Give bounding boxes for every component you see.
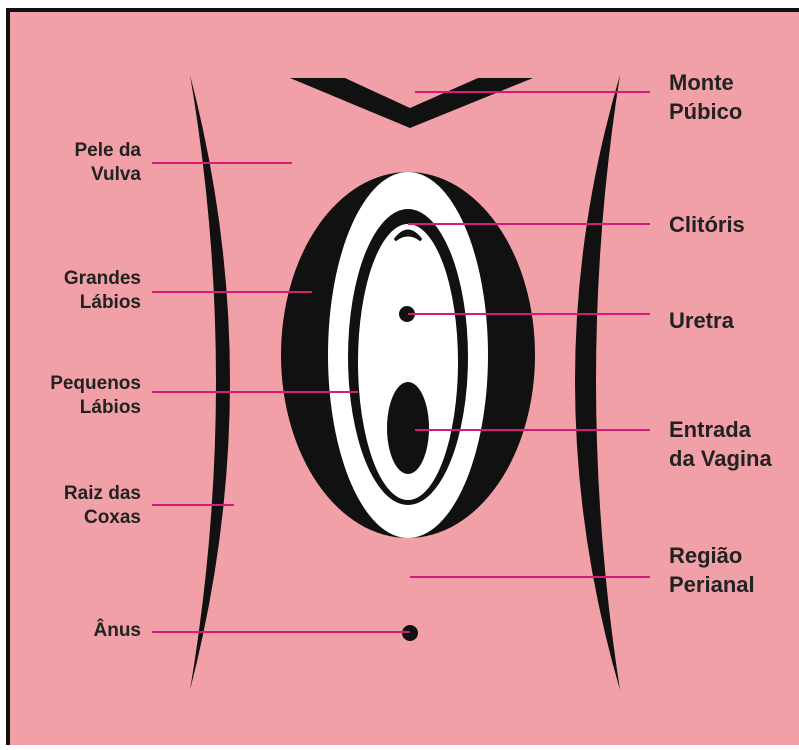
label-line: Grandes <box>64 267 141 291</box>
label-line: Uretra <box>669 306 734 335</box>
label-entrada-da-vagina: Entrada da Vagina <box>669 415 772 473</box>
label-clitoris: Clitóris <box>669 210 745 239</box>
label-grandes-labios: Grandes Lábios <box>64 267 141 315</box>
label-line: Perianal <box>669 570 755 599</box>
label-line: Pequenos <box>50 372 141 396</box>
label-line: Lábios <box>64 291 141 315</box>
label-line: Coxas <box>64 506 141 530</box>
label-monte-pubico: Monte Púbico <box>669 68 742 126</box>
label-uretra: Uretra <box>669 306 734 335</box>
label-line: Pele da <box>74 139 141 163</box>
vaginal-opening <box>387 382 429 474</box>
label-line: Púbico <box>669 97 742 126</box>
label-line: Vulva <box>74 163 141 187</box>
label-regiao-perianal: Região Perianal <box>669 541 755 599</box>
label-anus: Ânus <box>94 619 142 643</box>
label-pequenos-labios: Pequenos Lábios <box>50 372 141 420</box>
label-pele-da-vulva: Pele da Vulva <box>74 139 141 187</box>
label-line: Clitóris <box>669 210 745 239</box>
label-raiz-das-coxas: Raiz das Coxas <box>64 482 141 530</box>
label-line: Entrada <box>669 415 772 444</box>
label-line: Raiz das <box>64 482 141 506</box>
label-line: Ânus <box>94 619 142 643</box>
label-line: Lábios <box>50 396 141 420</box>
label-line: Região <box>669 541 755 570</box>
label-line: da Vagina <box>669 444 772 473</box>
label-line: Monte <box>669 68 742 97</box>
